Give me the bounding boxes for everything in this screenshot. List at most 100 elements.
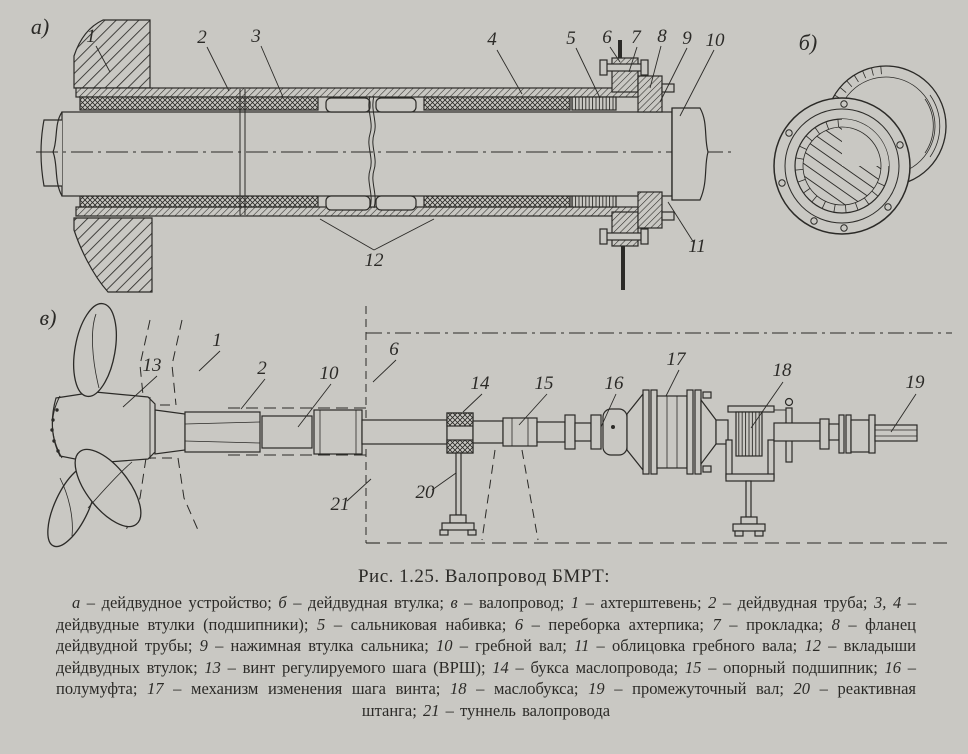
liner-collar	[375, 97, 417, 113]
legend-key: 9	[199, 636, 208, 656]
flange-bolt-nut-top	[640, 59, 649, 76]
legend-key: 10	[436, 636, 453, 656]
legend-key: 13	[204, 657, 221, 677]
legend-key: б	[278, 593, 287, 612]
propeller-shaft	[61, 111, 673, 197]
bushing-liner-top-left	[79, 96, 319, 111]
callout-v-17: 17	[667, 349, 688, 370]
callout-v-13: 13	[143, 355, 162, 376]
shaft-section	[773, 422, 821, 442]
pitch-mech-hub	[715, 419, 729, 445]
legend-key: 2	[708, 593, 717, 612]
bulkhead-plate-bottom	[621, 246, 625, 290]
intermediate-shaft-end	[874, 424, 918, 442]
fig-a-stern-tube-section	[36, 19, 732, 293]
shaft-collar	[819, 418, 830, 450]
propeller-blade-top	[73, 302, 117, 398]
shaft-drum	[850, 419, 870, 453]
figure-caption: Рис. 1.25. Валопровод БМРТ:	[357, 566, 611, 587]
liner-collar	[375, 195, 417, 211]
legend-key: в	[450, 593, 458, 612]
shaft-left-stub	[40, 119, 62, 187]
flange-bolt-head-bottom	[599, 228, 608, 245]
shaft-section	[828, 423, 840, 441]
shaft-section	[472, 420, 504, 444]
legend-key: 3, 4	[874, 593, 902, 612]
callouts-v: в) 13 1 2 10 6 14 15 16 17 18 19 20 21	[40, 305, 925, 515]
callout-v-18: 18	[773, 360, 793, 381]
callout-v-14: 14	[471, 373, 491, 394]
bushing-liner-top-right	[423, 96, 571, 111]
callout-a-2: 2	[197, 27, 207, 48]
packing-top	[571, 96, 617, 111]
legend-key: 20	[793, 679, 811, 699]
reaction-rod	[455, 452, 462, 516]
projection-dashed-line	[481, 449, 496, 541]
shaft-section	[261, 415, 313, 449]
callout-a-9: 9	[682, 28, 692, 49]
view-break-line	[372, 95, 376, 209]
legend-key: 17	[147, 679, 164, 699]
shaft-flange	[838, 414, 845, 454]
section-a-label: а)	[31, 14, 49, 39]
pitch-mech-flange	[694, 389, 702, 475]
flange-bolt-nut-bottom	[640, 228, 649, 245]
oil-box-bracket-left	[725, 439, 733, 479]
coupling-flange	[590, 414, 602, 450]
pitch-mech-flange	[686, 389, 694, 475]
shaft-section	[536, 421, 566, 443]
shaft-taper	[154, 409, 186, 455]
section-v-label: в)	[40, 305, 57, 330]
flange-bolt-head-top	[599, 59, 608, 76]
callout-v-15: 15	[535, 373, 554, 394]
leader-lines-v	[122, 350, 917, 502]
liner-collar	[325, 195, 371, 211]
callout-v-1: 1	[212, 330, 222, 351]
legend-key: 1	[570, 593, 580, 612]
callout-a-1: 1	[86, 26, 96, 47]
callout-a-6: 6	[602, 27, 612, 48]
oil-box-tbolt-head	[784, 397, 794, 407]
oil-box-bracket-base	[725, 473, 775, 482]
pitch-mech-flange	[650, 389, 658, 475]
hub-rivets	[50, 408, 60, 453]
oil-box-stand	[732, 480, 766, 537]
gland-flange-bottom	[637, 191, 663, 229]
bushing-bolt-holes	[778, 100, 904, 232]
legend-key: 15	[684, 657, 702, 677]
bushing-rib-arc	[929, 94, 941, 158]
callout-v-10: 10	[320, 363, 340, 384]
legend-key: 6	[514, 614, 524, 634]
propeller-blade-front	[74, 448, 142, 528]
callout-a-10: 10	[706, 30, 726, 51]
pitch-mech-flange	[642, 389, 650, 475]
bushing-stave-ticks	[795, 119, 885, 213]
legend-key: а	[72, 593, 81, 612]
tube-flange-top	[611, 57, 639, 93]
shaft-sleeve	[313, 409, 363, 455]
legend-key: 12	[804, 636, 821, 656]
tube-flange-bottom	[611, 211, 639, 247]
callout-a-3: 3	[250, 26, 261, 47]
liner-collar	[325, 97, 371, 113]
pitch-mech-cone	[626, 392, 644, 472]
callout-a-11: 11	[688, 236, 706, 257]
legend-key: 19	[588, 679, 605, 699]
callout-v-16: 16	[605, 373, 625, 394]
projection-dashed-line	[521, 449, 539, 541]
callout-v-6: 6	[389, 339, 399, 360]
oil-box-top-bar	[727, 405, 775, 413]
shaft-right-collar	[671, 107, 709, 201]
legend-key: 8	[831, 614, 840, 634]
bushing-bore-opening	[842, 119, 889, 166]
support-bearing	[502, 417, 538, 447]
callout-a-12: 12	[365, 250, 385, 271]
legend-key: 16	[884, 657, 902, 677]
callout-a-5: 5	[566, 28, 576, 49]
flange-bolt-shank-top	[603, 63, 645, 72]
gland-bolt-stub-bottom	[661, 211, 675, 221]
stern-tube-wall-top	[75, 87, 643, 98]
coupling-flange	[564, 414, 576, 450]
shaft-flange	[868, 414, 876, 454]
